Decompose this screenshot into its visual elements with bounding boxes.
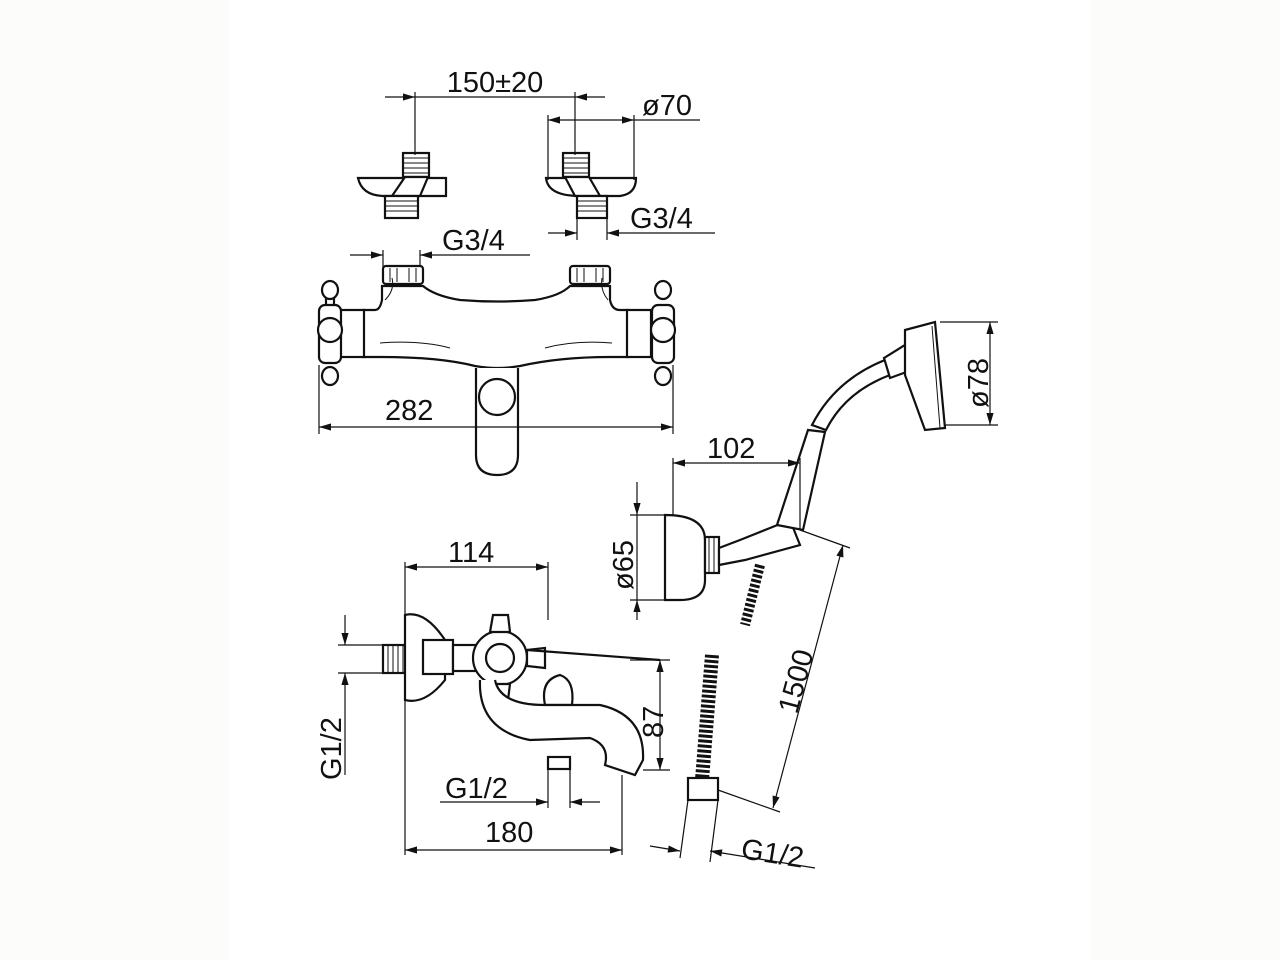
- dim-bracket-diameter: ø65: [608, 540, 640, 590]
- mixer-side-view: 114 87 G1/2 G1/2 180: [316, 537, 670, 855]
- dim-connector-thread-right: G3/4: [630, 203, 693, 235]
- right-margin: [1090, 0, 1280, 960]
- dim-hose-thread: G1/2: [739, 833, 806, 874]
- left-margin: [0, 0, 230, 960]
- dim-handshower-projection: 102: [707, 433, 755, 465]
- hand-shower-kit: 102 ø78 ø65 1500 G1/2: [608, 320, 998, 875]
- dim-body-depth: 114: [448, 537, 494, 569]
- mixer-front-view: G3/4 282: [316, 225, 677, 477]
- dim-overall-width: 282: [385, 395, 433, 427]
- dim-hose-length: 1500: [773, 646, 821, 717]
- dim-handshower-diameter: ø78: [963, 358, 995, 408]
- dim-spout-projection: 180: [485, 817, 533, 849]
- left-connector: [356, 151, 448, 220]
- dim-flange-diameter: ø70: [642, 90, 692, 122]
- dim-connector-thread-top: G3/4: [442, 225, 505, 257]
- dim-spout-thread: G1/2: [445, 773, 508, 805]
- dim-spout-height: 87: [638, 706, 670, 738]
- dim-inlet-thread: G1/2: [316, 717, 348, 780]
- dim-connector-spacing: 150±20: [447, 67, 544, 99]
- eccentric-connectors: 150±20 ø70 G3/4: [356, 67, 715, 240]
- right-connector: [544, 151, 638, 220]
